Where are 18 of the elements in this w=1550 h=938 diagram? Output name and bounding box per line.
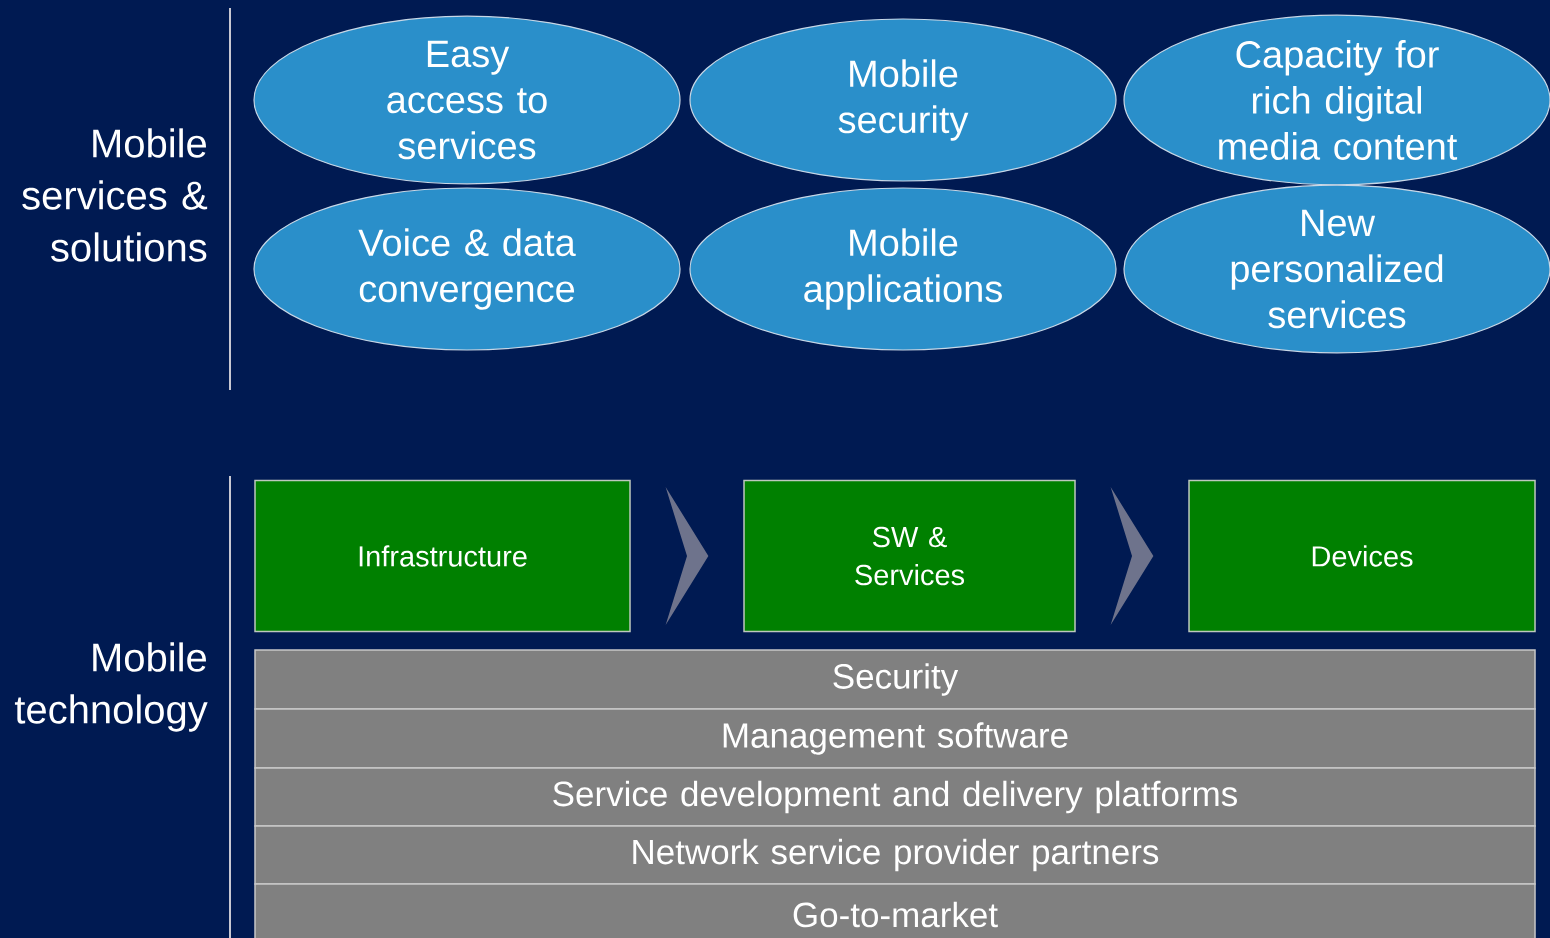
layer-band: Go-to-market (254, 883, 1536, 938)
section-label: Mobile services & solutions (22, 128, 208, 262)
ellipse-bubble: Easy access to services (253, 15, 681, 185)
section-label: Mobile technology (14, 642, 208, 732)
layer-band: Management software (254, 708, 1536, 769)
layer-band: Network service provider partners (254, 825, 1536, 885)
ellipse-bubble: Capacity for rich digital media content (1123, 14, 1550, 186)
ellipse-bubble: New personalized services (1123, 184, 1550, 354)
process-box: Infrastructure (254, 479, 631, 633)
process-box: Devices (1188, 479, 1536, 633)
ellipse-bubble: Mobile applications (689, 187, 1117, 351)
chevron-arrow (665, 487, 709, 625)
layer-band: Security (254, 649, 1536, 710)
ellipse-bubble: Mobile security (689, 18, 1117, 182)
process-box: SW & Services (743, 479, 1076, 633)
ellipse-bubble: Voice & data convergence (253, 187, 681, 351)
chevron-arrow (1110, 487, 1154, 625)
layer-band: Service development and delivery platforms (254, 767, 1536, 827)
